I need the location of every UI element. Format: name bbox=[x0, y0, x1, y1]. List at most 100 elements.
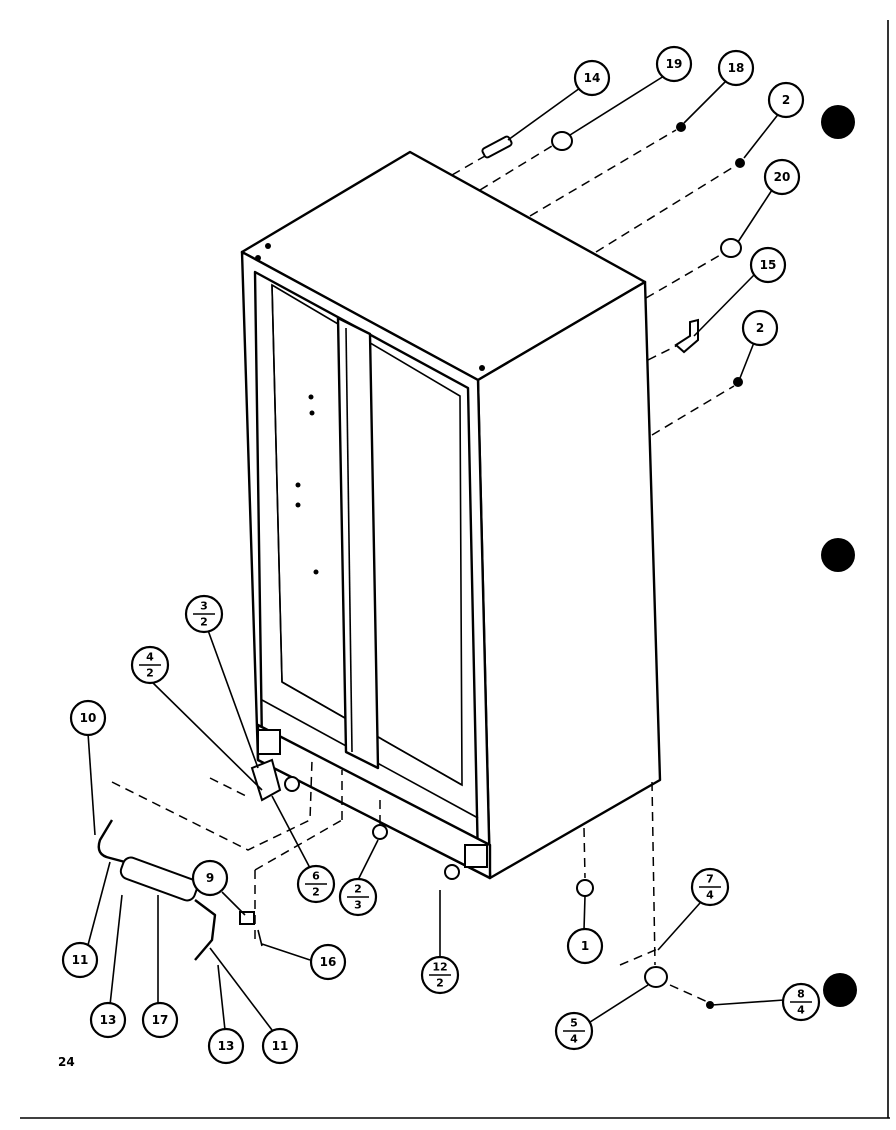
screw-hole bbox=[313, 569, 319, 575]
svg-text:13: 13 bbox=[218, 1039, 235, 1053]
part-2-screw-lower bbox=[733, 377, 743, 387]
screw-hole bbox=[479, 365, 485, 371]
part-20-bushing bbox=[720, 238, 742, 258]
lower-parts bbox=[97, 758, 714, 1009]
svg-text:1: 1 bbox=[581, 939, 589, 953]
leveling-bracket-left bbox=[257, 729, 281, 755]
cabinet bbox=[240, 150, 662, 880]
screw-hole bbox=[255, 255, 261, 261]
callout-13-right: 13 bbox=[207, 1027, 245, 1065]
callout-14: 14 bbox=[573, 59, 611, 97]
explode-line bbox=[669, 984, 711, 1004]
binder-hole-bottom bbox=[823, 973, 857, 1007]
callout-16: 16 bbox=[309, 943, 347, 981]
callout-9: 9 bbox=[191, 859, 229, 897]
callout-1: 1 bbox=[566, 927, 604, 965]
explode-line bbox=[583, 827, 586, 879]
svg-text:18: 18 bbox=[728, 61, 745, 75]
svg-text:16: 16 bbox=[320, 955, 337, 969]
svg-text:17: 17 bbox=[152, 1013, 169, 1027]
leader-lines bbox=[87, 75, 785, 1031]
svg-text:12: 12 bbox=[432, 961, 447, 974]
callout-17: 17 bbox=[141, 1001, 179, 1039]
binder-hole-middle bbox=[821, 538, 855, 572]
explode-line bbox=[619, 947, 661, 966]
svg-text:7: 7 bbox=[706, 873, 714, 886]
svg-text:8: 8 bbox=[797, 988, 805, 1001]
svg-text:13: 13 bbox=[100, 1013, 117, 1027]
part-5-caster bbox=[644, 966, 668, 988]
svg-text:19: 19 bbox=[666, 57, 683, 71]
screw-hole bbox=[265, 243, 271, 249]
binder-hole-top bbox=[821, 105, 855, 139]
callout-2: 2 bbox=[767, 81, 805, 119]
callout-11-right: 11 bbox=[261, 1027, 299, 1065]
svg-text:6: 6 bbox=[312, 870, 320, 883]
callout-8-over-4: 8 4 bbox=[781, 982, 821, 1022]
callout-6-over-2: 6 2 bbox=[296, 864, 336, 904]
svg-text:2: 2 bbox=[354, 883, 362, 896]
part-14-hinge-pin bbox=[481, 135, 513, 159]
explode-line bbox=[209, 777, 251, 799]
svg-text:4: 4 bbox=[706, 889, 714, 902]
svg-text:3: 3 bbox=[200, 600, 208, 613]
part-screw bbox=[284, 776, 300, 792]
svg-text:2: 2 bbox=[436, 977, 444, 990]
callout-2-lower: 2 bbox=[741, 309, 779, 347]
callout-13-left: 13 bbox=[89, 1001, 127, 1039]
svg-text:14: 14 bbox=[584, 71, 601, 85]
svg-text:9: 9 bbox=[206, 871, 214, 885]
callout-7-over-4: 7 4 bbox=[690, 867, 730, 907]
callout-10: 10 bbox=[69, 699, 107, 737]
svg-text:15: 15 bbox=[760, 258, 777, 272]
part-screw bbox=[444, 864, 460, 880]
svg-text:2: 2 bbox=[782, 93, 790, 107]
svg-text:4: 4 bbox=[146, 651, 154, 664]
explode-line bbox=[529, 129, 677, 217]
part-9-clip bbox=[239, 911, 255, 925]
svg-text:2: 2 bbox=[312, 886, 320, 899]
svg-text:10: 10 bbox=[80, 711, 97, 725]
callout-19: 19 bbox=[655, 45, 693, 83]
part-1-foot bbox=[576, 879, 594, 897]
cabinet-center-divider bbox=[336, 316, 380, 770]
part-16-screw bbox=[257, 929, 263, 947]
svg-text:20: 20 bbox=[774, 170, 791, 184]
explode-line bbox=[645, 253, 723, 299]
callout-20: 20 bbox=[763, 158, 801, 196]
screw-hole bbox=[309, 410, 315, 416]
part-18-nut bbox=[676, 122, 686, 132]
svg-text:2: 2 bbox=[146, 667, 154, 680]
explode-line bbox=[111, 759, 313, 851]
part-15-hinge-bracket bbox=[674, 318, 699, 354]
svg-text:2: 2 bbox=[756, 321, 764, 335]
cabinet-inner-edge bbox=[271, 284, 283, 683]
callout-3-over-2: 3 2 bbox=[184, 594, 224, 634]
callout-11-left: 11 bbox=[61, 941, 99, 979]
svg-text:5: 5 bbox=[570, 1017, 578, 1030]
svg-text:4: 4 bbox=[570, 1033, 578, 1046]
page-number: 24 bbox=[58, 1055, 75, 1069]
leveling-bracket-right bbox=[464, 844, 488, 868]
svg-text:11: 11 bbox=[272, 1039, 289, 1053]
callout-18: 18 bbox=[717, 49, 755, 87]
callout-4-over-2: 4 2 bbox=[130, 645, 170, 685]
explode-line bbox=[595, 165, 736, 253]
explode-line bbox=[651, 385, 735, 436]
svg-text:4: 4 bbox=[797, 1004, 805, 1017]
explode-line bbox=[451, 155, 486, 176]
svg-text:3: 3 bbox=[354, 899, 362, 912]
hardware-parts bbox=[451, 122, 745, 436]
callout-2-over-3: 2 3 bbox=[338, 877, 378, 917]
svg-text:11: 11 bbox=[72, 953, 89, 967]
explode-line bbox=[651, 781, 656, 966]
svg-text:2: 2 bbox=[200, 616, 208, 629]
callout-5-over-4: 5 4 bbox=[554, 1011, 594, 1051]
part-10-tube bbox=[97, 819, 126, 864]
part-17-heater bbox=[119, 856, 199, 902]
part-screw bbox=[372, 824, 388, 840]
part-19-bushing bbox=[551, 131, 573, 151]
part-8-screw bbox=[706, 1001, 714, 1009]
part-10-tube-end bbox=[194, 899, 217, 961]
